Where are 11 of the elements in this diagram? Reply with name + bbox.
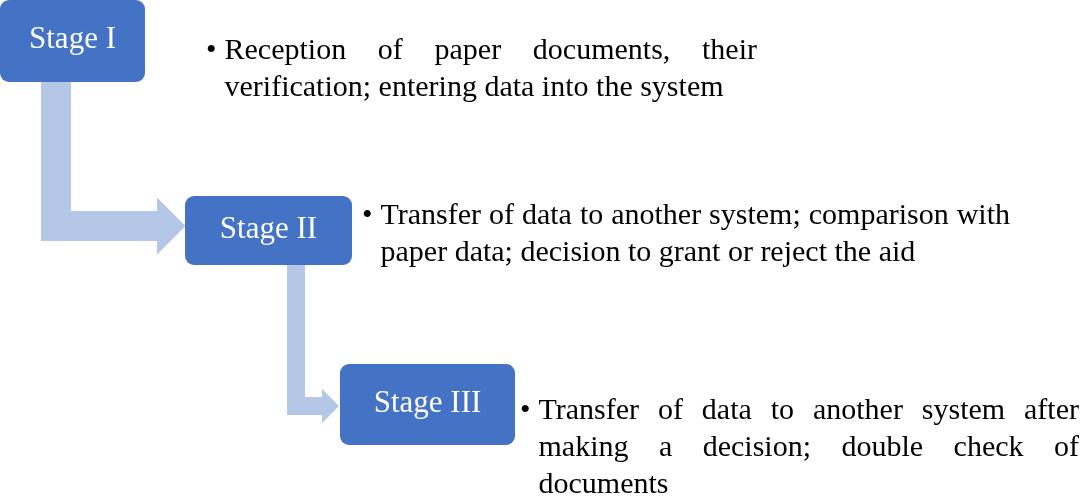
stage-box: Stage III bbox=[340, 364, 515, 445]
bullet-marker: • bbox=[520, 391, 531, 427]
stage-box: Stage I bbox=[0, 0, 145, 82]
bullet-text: Transfer of data to another system; comparison with paper data; decision to grant or reject the aid bbox=[380, 196, 1010, 269]
bullet-text: Reception of paper documents, their verification; entering data into the system bbox=[224, 31, 757, 104]
bullet-marker: • bbox=[362, 196, 373, 232]
bent-arrow bbox=[287, 265, 340, 424]
bent-arrow bbox=[41, 82, 186, 255]
bullet-text: Transfer of data to another system after making a decision; double check of documents bbox=[538, 391, 1079, 499]
stage-box: Stage II bbox=[185, 196, 352, 265]
bullet-marker: • bbox=[206, 31, 217, 67]
